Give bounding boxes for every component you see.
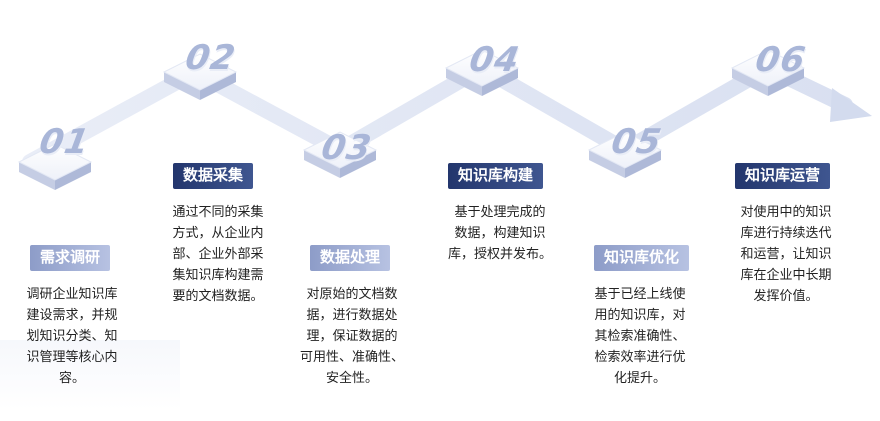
step-description-line: 可用性、准确性、 [299, 349, 404, 364]
step-description-line: 识管理等核心内 [26, 349, 118, 364]
step-description-line: 基于已经上线使 [594, 286, 686, 301]
connector-band [22, 60, 853, 170]
step-description-03: 对原始的文档数据，进行数据处理，保证数据的可用性、准确性、安全性。 [290, 283, 414, 388]
step-description-line: 安全性。 [325, 370, 378, 385]
step-description-line: 调研企业知识库 [26, 286, 118, 301]
step-title-06: 知识库运营 [735, 163, 831, 189]
step-description-line: 化提升。 [613, 370, 666, 385]
step-description-line: 和运营，让知识 [740, 246, 832, 261]
step-platform-2 [162, 53, 238, 100]
step-title-01: 需求调研 [30, 245, 111, 271]
arrow-head-icon [830, 88, 872, 122]
step-description-line: 理，保证数据的 [306, 328, 398, 343]
step-description-line: 基于处理完成的 [454, 204, 546, 219]
step-platform-3 [302, 131, 378, 178]
step-description-04: 基于处理完成的数据，构建知识库，授权并发布。 [440, 201, 560, 264]
step-description-line: 划知识分类、知 [26, 328, 118, 343]
step-description-line: 部、企业外部采 [172, 246, 264, 261]
step-number-03: 03 [318, 128, 375, 168]
step-description-line: 通过不同的采集 [172, 204, 264, 219]
step-description-line: 库，授权并发布。 [447, 246, 552, 261]
step-title-03: 数据处理 [310, 245, 391, 271]
bottom-fade [0, 340, 180, 410]
step-description-line: 数据，构建知识 [454, 225, 546, 240]
step-number-01: 01 [36, 122, 93, 162]
step-description-line: 检索效率进行优 [594, 349, 686, 364]
step-description-line: 发挥价值。 [753, 288, 819, 303]
step-platform-1 [17, 143, 93, 190]
step-description-line: 用的知识库，对 [594, 307, 686, 322]
step-number-05: 05 [608, 122, 665, 162]
step-number-02: 02 [182, 38, 239, 78]
step-number-04: 04 [466, 40, 523, 80]
step-description-line: 建设需求，并规 [26, 307, 118, 322]
step-title-04: 知识库构建 [448, 163, 544, 189]
step-description-line: 集知识库构建需 [172, 267, 264, 282]
step-description-line: 对原始的文档数 [306, 286, 398, 301]
step-title-02: 数据采集 [173, 163, 254, 189]
step-platform-6 [730, 49, 806, 96]
step-description-line: 库在企业中长期 [740, 267, 832, 282]
step-description-line: 据，进行数据处 [306, 307, 398, 322]
step-description-line: 容。 [58, 370, 85, 385]
step-platform-4 [444, 49, 520, 96]
step-description-05: 基于已经上线使用的知识库，对其检索准确性、检索效率进行优化提升。 [580, 283, 700, 388]
step-description-line: 方式，从企业内 [172, 225, 264, 240]
step-platform-5 [587, 131, 663, 178]
step-description-line: 对使用中的知识 [740, 204, 832, 219]
step-description-line: 其检索准确性、 [594, 328, 686, 343]
step-number-06: 06 [752, 40, 809, 80]
step-description-line: 库进行持续迭代 [740, 225, 832, 240]
step-description-01: 调研企业知识库建设需求，并规划知识分类、知识管理等核心内容。 [12, 283, 132, 388]
step-title-05: 知识库优化 [594, 245, 690, 271]
step-description-line: 要的文档数据。 [172, 288, 264, 303]
step-description-06: 对使用中的知识库进行持续迭代和运营，让知识库在企业中长期发挥价值。 [726, 201, 846, 306]
step-description-02: 通过不同的采集方式，从企业内部、企业外部采集知识库构建需要的文档数据。 [158, 201, 278, 306]
